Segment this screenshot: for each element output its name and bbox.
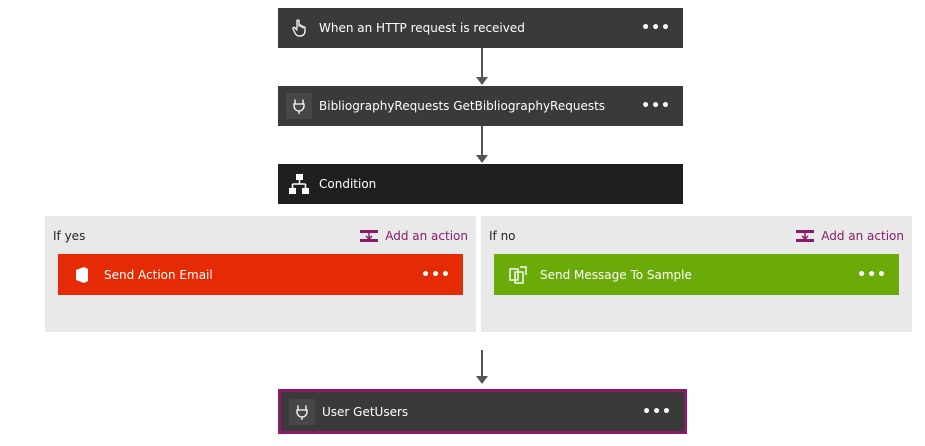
if-yes-header: If yes Add an action	[53, 228, 468, 244]
trigger-step[interactable]: When an HTTP request is received •••	[278, 8, 683, 48]
hierarchy-icon	[286, 171, 312, 197]
connector-arrow	[476, 48, 488, 85]
user-getusers-label: User GetUsers	[322, 404, 409, 419]
add-action-icon	[796, 230, 815, 242]
bibliography-step[interactable]: BibliographyRequests GetBibliographyRequ…	[278, 86, 683, 126]
trigger-more-button[interactable]: •••	[641, 20, 671, 36]
bibliography-step-label: BibliographyRequests GetBibliographyRequ…	[319, 99, 606, 113]
condition-step-label: Condition	[319, 177, 377, 191]
if-yes-branch: If yes Add an action Send Action Email •…	[45, 216, 476, 332]
if-yes-title: If yes	[53, 229, 86, 243]
yes-add-action-button[interactable]: Add an action	[359, 229, 468, 243]
if-no-title: If no	[489, 229, 516, 243]
if-no-header: If no Add an action	[489, 228, 904, 244]
trigger-step-label: When an HTTP request is received	[319, 21, 525, 35]
send-action-email-card[interactable]: Send Action Email •••	[58, 254, 463, 295]
office-icon	[72, 265, 92, 285]
if-no-branch: If no Add an action Send Message To Samp…	[481, 216, 912, 332]
hand-pointer-icon	[286, 15, 312, 41]
bibliography-more-button[interactable]: •••	[641, 98, 671, 114]
connector-arrow	[476, 126, 488, 163]
plug-icon	[286, 93, 312, 119]
user-getusers-more-button[interactable]: •••	[642, 403, 672, 420]
connector-arrow	[476, 350, 488, 384]
send-message-label: Send Message To Sample	[540, 267, 692, 282]
no-add-action-button[interactable]: Add an action	[795, 229, 904, 243]
send-action-email-label: Send Action Email	[104, 267, 213, 282]
user-getusers-step[interactable]: User GetUsers •••	[278, 389, 687, 434]
plug-icon	[289, 398, 315, 425]
sharepoint-icon	[508, 265, 528, 285]
yes-add-action-label: Add an action	[385, 229, 468, 243]
add-action-icon	[360, 230, 379, 242]
no-add-action-label: Add an action	[821, 229, 904, 243]
send-message-card[interactable]: Send Message To Sample •••	[494, 254, 899, 295]
condition-step[interactable]: Condition	[278, 164, 683, 204]
send-message-more-button[interactable]: •••	[857, 266, 887, 283]
send-action-email-more-button[interactable]: •••	[421, 266, 451, 283]
